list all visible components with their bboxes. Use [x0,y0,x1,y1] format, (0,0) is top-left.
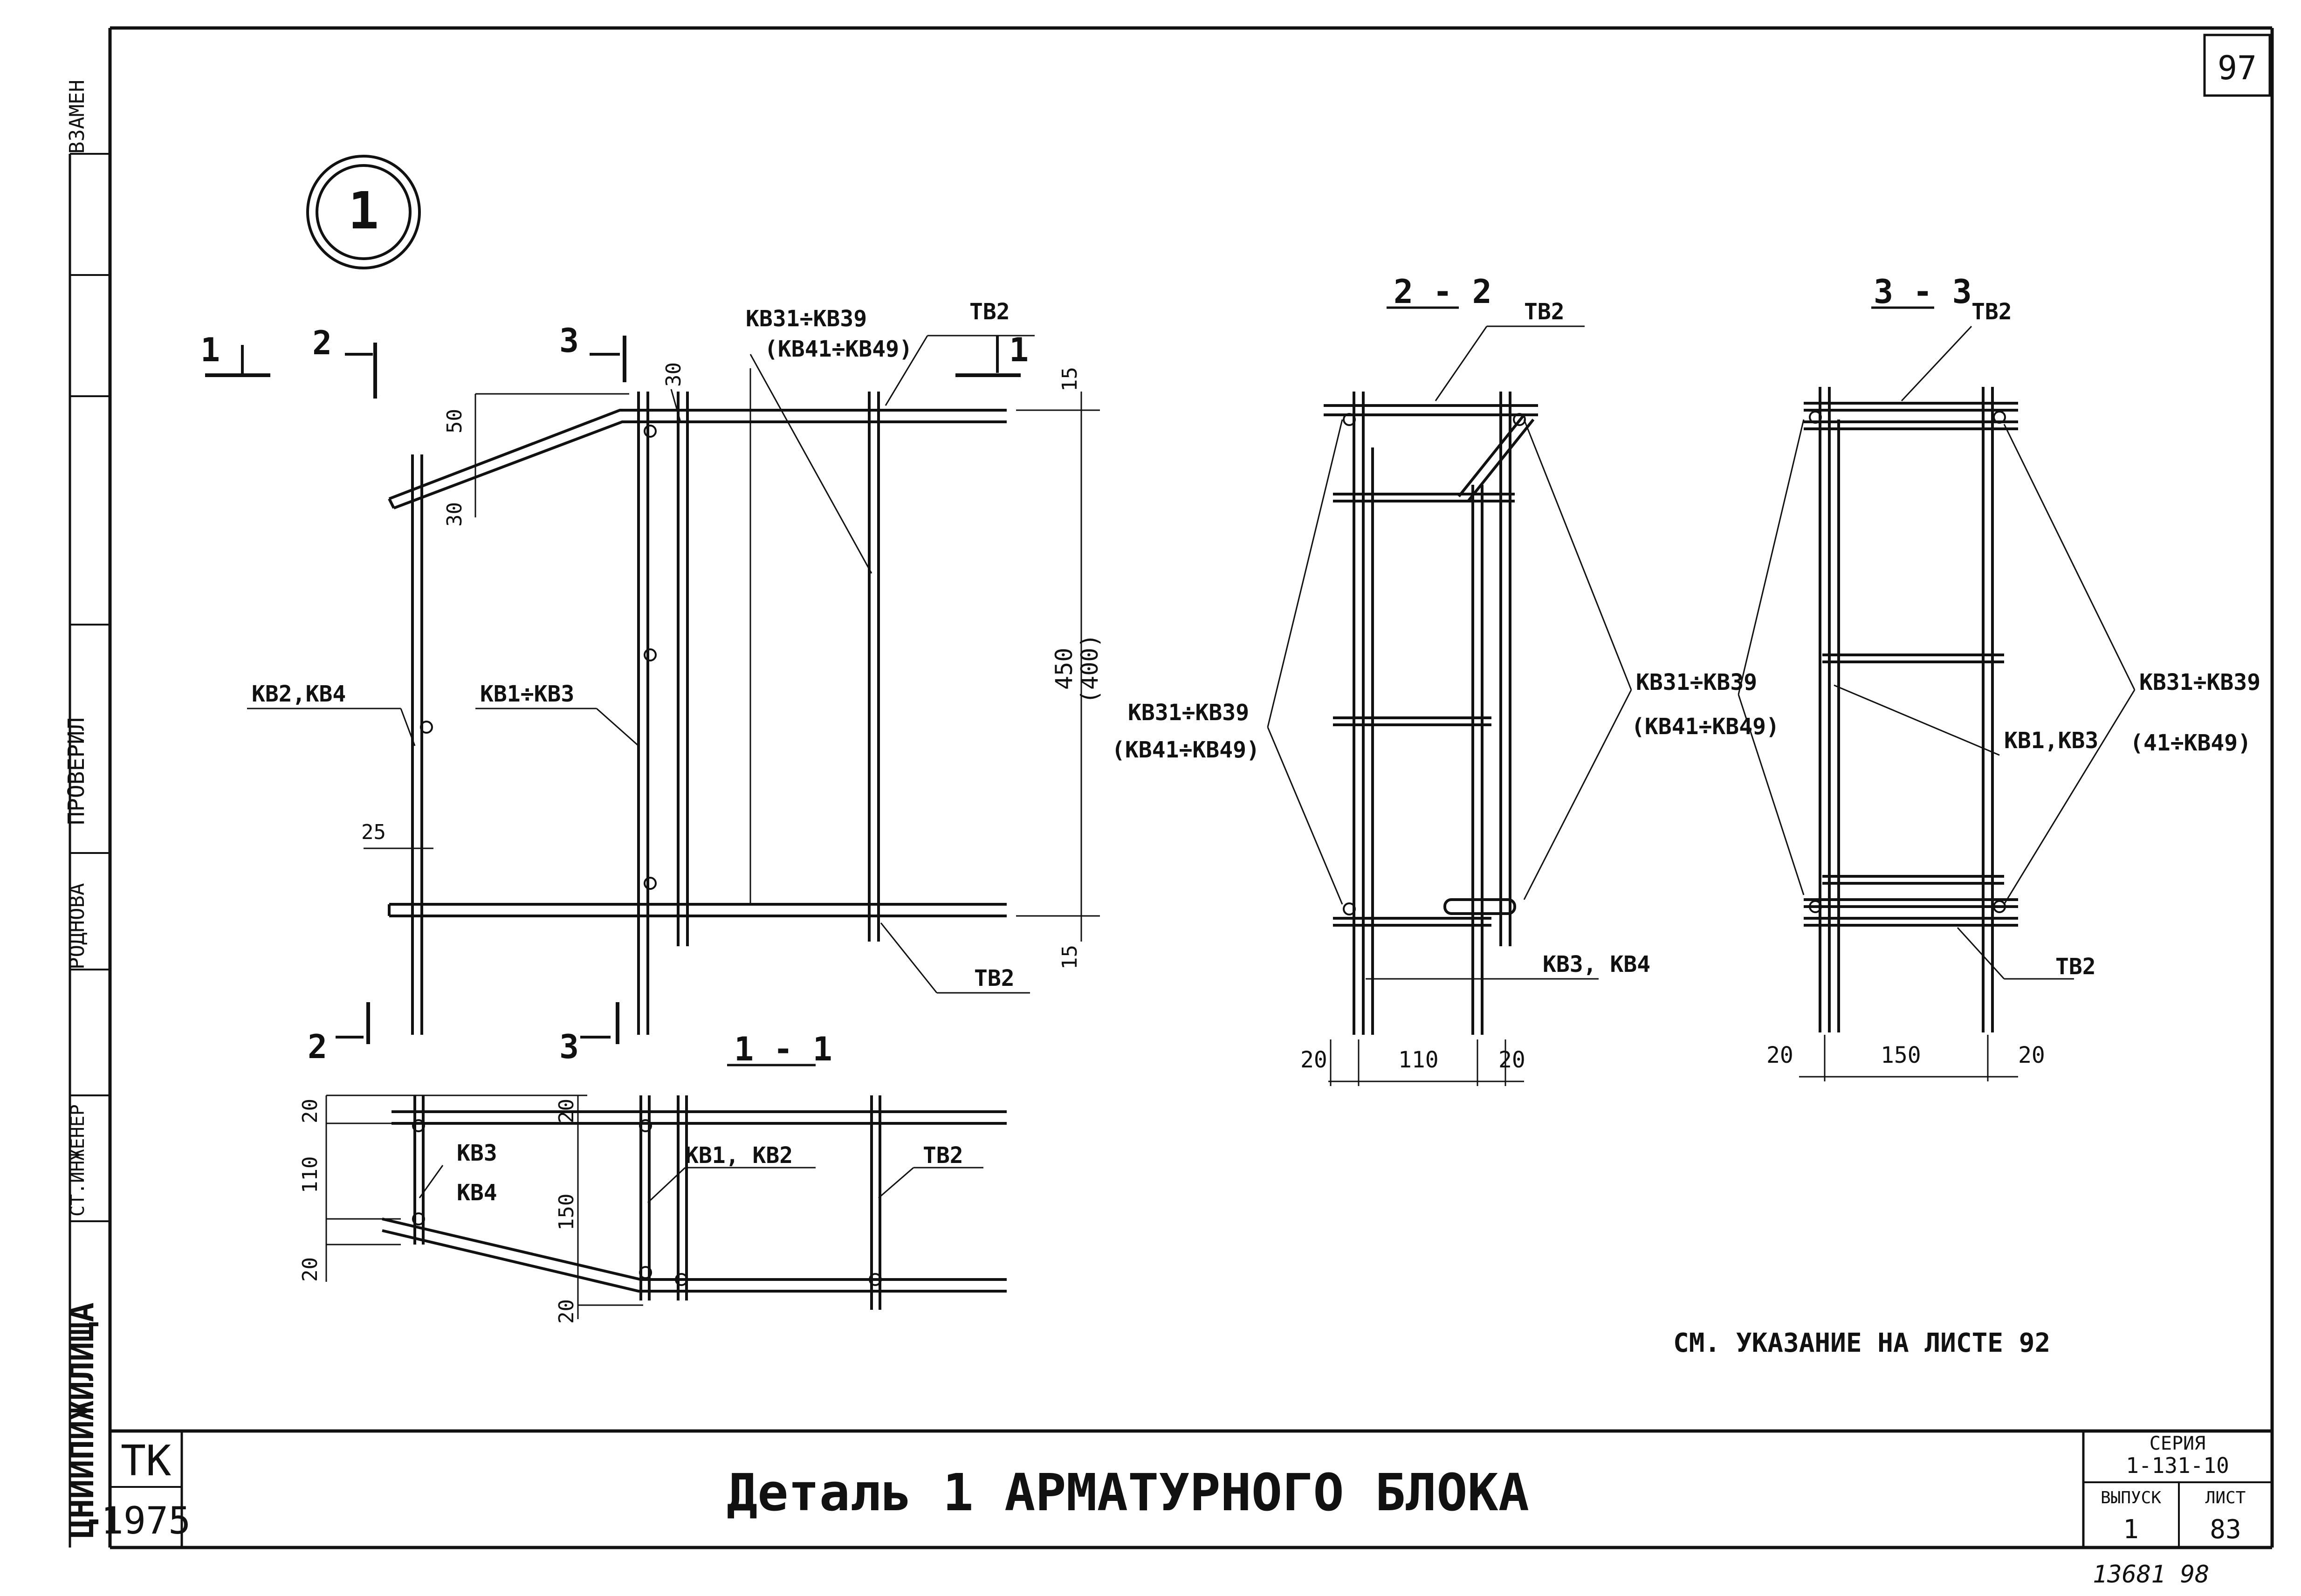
callout-kv31-39: КВ31÷КВ39 [746,306,867,332]
section-mark-1a: 1 [200,331,220,369]
detail-marker: 1 [306,155,421,269]
title-block: ТК 1975 Деталь 1 АРМАТУРНОГО БЛОКА СЕРИЯ… [101,1433,2246,1545]
label-kv1-kv3: КВ1÷КВ3 [480,681,574,707]
drawing-title: Деталь 1 АРМАТУРНОГО БЛОКА [727,1463,1529,1522]
section-1-1-view [325,1064,1007,1319]
sheet-label: ЛИСТ [2205,1488,2246,1507]
dim-15-top: 15 [1058,367,1082,392]
section-1-1-labels: 1 - 1 КВ3 КВ4 КВ1, КВ2 ТВ2 20 110 20 20 … [298,1030,963,1324]
s22-callout-right-1: КВ31÷КВ39 [1636,669,1757,695]
label-kv2-kv4: КВ2,КВ4 [252,681,346,707]
elevation-view [205,335,1100,1044]
s33-label-kv1-kv3: КВ1,КВ3 [2004,728,2098,754]
s33-dim-20a: 20 [1766,1042,1793,1068]
callout-kv41-49: (КВ41÷КВ49) [764,336,913,362]
s22-label-kv3-kv4: КВ3, КВ4 [1543,951,1650,977]
s22-callout-left-2: (КВ41÷КВ49) [1112,737,1260,763]
side-stamp: ВЗАМЕН ПРОВЕРИЛ РОДНОВА СТ.ИНЖЕНЕР ЦНИИП… [63,80,101,1538]
dim-400: (400) [1076,633,1103,704]
org-code: ТК [121,1437,171,1486]
dim-15-bottom: 15 [1058,945,1082,970]
stamp-org: ЦНИИПИЖИЛИЩА [63,1302,101,1538]
s22-dim-110: 110 [1398,1047,1439,1073]
section-3-3-view [1738,306,2136,1081]
dim-30a: 30 [443,502,467,527]
s33-dim-20b: 20 [2018,1042,2045,1068]
elevation-labels: 1 2 3 1 2 3 КВ31÷КВ39 (КВ41÷КВ49) ТВ2 ТВ… [200,299,1103,1066]
section-mark-2a: 2 [312,324,332,362]
label-tv2-bottom: ТВ2 [974,965,1015,991]
section-2-2-title: 2 - 2 [1394,273,1492,311]
section-2-2-view [1267,306,1632,1086]
dim-20b: 20 [298,1257,322,1282]
dim-20a: 20 [298,1099,322,1123]
dim-30b: 30 [662,362,686,387]
s33-label-tv2-bottom: ТВ2 [2055,954,2096,980]
label-tv2: ТВ2 [923,1142,963,1169]
series-label: СЕРИЯ [2150,1433,2205,1454]
dim-50: 50 [443,409,467,433]
sheet-value: 83 [2210,1514,2241,1545]
dim-20c: 20 [555,1099,578,1123]
s22-callout-right-2: (КВ41÷КВ49) [1631,714,1779,740]
s22-dim-20a: 20 [1300,1047,1327,1073]
label-kv1-kv2: КВ1, КВ2 [685,1142,793,1169]
dim-450: 450 [1051,648,1078,690]
section-mark-1b: 1 [1009,331,1029,369]
sheet-frame [69,26,2274,1549]
stamp-st-inzhener: СТ.ИНЖЕНЕР [67,1104,89,1217]
stamp-rodnova: РОДНОВА [65,883,89,970]
label-kv4: КВ4 [457,1180,497,1206]
s33-callout-right-2: (41÷КВ49) [2130,730,2251,756]
label-kv3: КВ3 [457,1140,497,1166]
section-mark-2b: 2 [308,1028,327,1066]
dim-20d: 20 [555,1299,578,1324]
dim-150: 150 [555,1194,578,1231]
dim-110: 110 [298,1156,322,1193]
s22-callout-left-1: КВ31÷КВ39 [1128,700,1249,726]
reference-note: СМ. УКАЗАНИЕ НА ЛИСТЕ 92 [1673,1328,2050,1358]
s33-label-tv2-top: ТВ2 [1971,299,2012,325]
issue-label: ВЫПУСК [2101,1488,2161,1507]
section-2-2-labels: 2 - 2 ТВ2 КВ31÷КВ39 (КВ41÷КВ49) КВ31÷КВ3… [1112,273,1779,1073]
s22-dim-20b: 20 [1498,1047,1525,1073]
stamp-proveril: ПРОВЕРИЛ [63,717,89,825]
archive-number: 13681 98 [2093,1561,2209,1589]
dim-25: 25 [361,820,386,844]
issue-value: 1 [2123,1514,2139,1545]
detail-number: 1 [348,181,379,241]
s22-label-tv2: ТВ2 [1524,299,1565,325]
section-mark-3a: 3 [559,322,579,360]
s33-dim-150: 150 [1881,1042,1921,1068]
section-3-3-title: 3 - 3 [1874,273,1972,311]
label-tv2-top: ТВ2 [969,299,1010,325]
section-3-3-labels: 3 - 3 ТВ2 ТВ2 КВ1,КВ3 КВ31÷КВ39 (41÷КВ49… [1766,273,2260,1068]
stamp-vzamen: ВЗАМЕН [65,80,89,154]
year: 1975 [101,1499,191,1542]
page-number: 97 [2218,49,2257,87]
section-1-1-title: 1 - 1 [734,1030,832,1068]
section-mark-3b: 3 [559,1028,579,1066]
s33-callout-right-1: КВ31÷КВ39 [2139,669,2260,695]
series-value: 1-131-10 [2126,1453,2229,1478]
